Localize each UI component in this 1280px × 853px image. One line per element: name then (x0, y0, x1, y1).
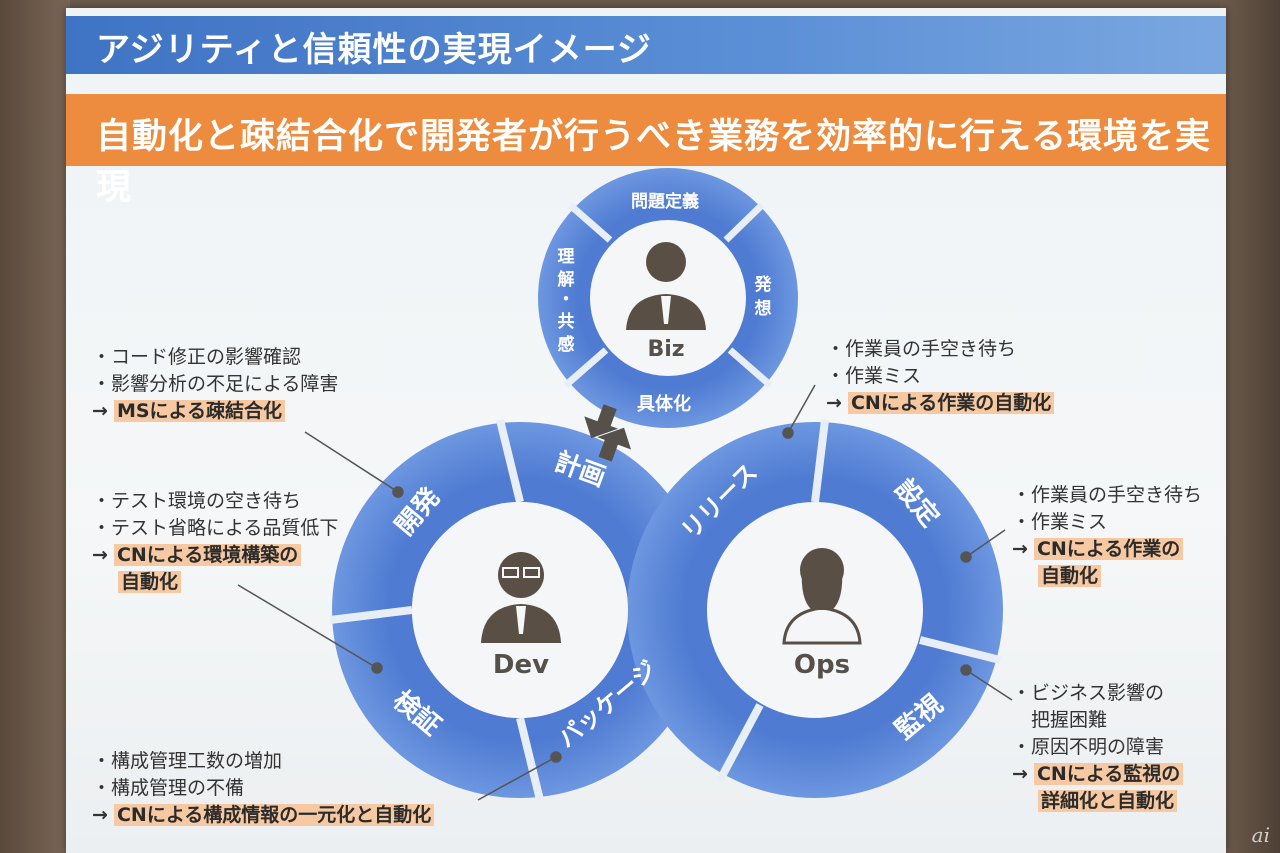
note-line: ・影響分析の不足による障害 (92, 373, 339, 395)
ops-ring-dividers (716, 419, 1001, 782)
biz-center-label: Biz (647, 337, 684, 362)
slide-screen: アジリティと信頼性の実現イメージ 自動化と疎結合化で開発者が行うべき業務を効率的… (66, 8, 1226, 853)
note-dev-code-change: ・コード修正の影響確認 ・影響分析の不足による障害 → MSによる疎結合化 (92, 344, 338, 425)
note-highlight: CNによる環境構築の (113, 544, 302, 566)
note-line: ・作業ミス (1012, 511, 1108, 533)
note-line: ・構成管理の不備 (92, 777, 245, 799)
dev-person-icon (481, 552, 561, 643)
svg-text:共: 共 (558, 312, 575, 332)
note-line: ・作業員の手空き待ち (826, 338, 1017, 360)
background-wall-right (1220, 0, 1280, 853)
svg-text:理: 理 (558, 247, 575, 267)
svg-text:想: 想 (755, 298, 772, 319)
watermark-logo: ai (1251, 823, 1270, 847)
ops-person-icon (782, 548, 862, 645)
slide-title: アジリティと信頼性の実現イメージ (96, 30, 652, 70)
ops-center-label: Ops (794, 650, 850, 680)
biz-segment-concrete: 具体化 (637, 393, 691, 415)
note-line: ・テスト環境の空き待ち (92, 490, 302, 512)
arrow-icon: → (1012, 538, 1028, 560)
note-ops-monitor: ・ビジネス影響の 把握困難 ・原因不明の障害 → CNによる監視の 詳細化と自動… (1012, 680, 1184, 815)
note-solution: → MSによる疎結合化 (92, 398, 338, 425)
note-solution-cont: 自動化 (92, 569, 338, 596)
note-solution: → CNによる環境構築の (92, 542, 338, 569)
arrow-icon: → (92, 400, 108, 422)
note-highlight: 自動化 (1038, 565, 1102, 587)
note-line: ・ビジネス影響の (1012, 682, 1165, 704)
dev-center-label: Dev (493, 650, 549, 680)
biz-dev-arrows (584, 404, 632, 462)
background-wall-left (0, 0, 70, 853)
slide-subtitle: 自動化と疎結合化で開発者が行うべき業務を効率的に行える環境を実現 (96, 117, 1211, 208)
arrow-icon: → (1012, 763, 1028, 785)
note-line: ・テスト省略による品質低下 (92, 517, 339, 539)
svg-text:感: 感 (558, 334, 575, 355)
note-solution: → CNによる監視の (1012, 761, 1184, 788)
note-highlight: MSによる疎結合化 (113, 400, 285, 422)
note-dev-test-env: ・テスト環境の空き待ち ・テスト省略による品質低下 → CNによる環境構築の 自… (92, 488, 338, 596)
note-highlight: 詳細化と自動化 (1038, 790, 1178, 812)
svg-text:・: ・ (558, 290, 575, 310)
note-line: ・コード修正の影響確認 (92, 346, 302, 368)
note-solution: → CNによる作業の (1012, 536, 1202, 563)
biz-ring-dividers (563, 202, 773, 388)
note-solution-cont: 詳細化と自動化 (1012, 788, 1183, 815)
note-highlight: 自動化 (118, 571, 182, 593)
callout-connectors (237, 384, 1013, 801)
note-ops-config: ・作業員の手空き待ち ・作業ミス → CNによる作業の 自動化 (1012, 482, 1202, 590)
arrow-icon: → (92, 544, 108, 566)
note-ops-release: ・作業員の手空き待ち ・作業ミス → CNによる作業の自動化 (826, 336, 1055, 417)
note-highlight: CNによる監視の (1033, 763, 1184, 785)
biz-segment-idea: 発 想 (754, 274, 773, 319)
arrow-icon: → (92, 804, 108, 826)
title-bar: アジリティと信頼性の実現イメージ (66, 16, 1226, 74)
svg-text:解: 解 (558, 269, 575, 290)
note-solution: → CNによる作業の自動化 (826, 390, 1055, 417)
note-line: ・作業ミス (826, 365, 922, 387)
note-highlight: CNによる作業の (1033, 538, 1184, 560)
note-solution: → CNによる構成情報の一元化と自動化 (92, 802, 435, 829)
note-line: ・構成管理工数の増加 (92, 750, 283, 772)
biz-person-icon (626, 242, 706, 330)
note-line: 把握困難 (1012, 709, 1108, 731)
biz-segment-understanding: 理 解 ・ 共 感 (558, 247, 575, 355)
note-line: ・作業員の手空き待ち (1012, 484, 1203, 506)
biz-segment-problem: 問題定義 (631, 191, 699, 212)
note-line: ・原因不明の障害 (1012, 736, 1165, 758)
note-highlight: CNによる構成情報の一元化と自動化 (113, 804, 435, 826)
subtitle-bar: 自動化と疎結合化で開発者が行うべき業務を効率的に行える環境を実現 (66, 94, 1226, 208)
note-dev-config-mgmt: ・構成管理工数の増加 ・構成管理の不備 → CNによる構成情報の一元化と自動化 (92, 748, 435, 829)
note-highlight: CNによる作業の自動化 (847, 392, 1055, 414)
note-solution-cont: 自動化 (1012, 563, 1202, 590)
svg-text:発: 発 (754, 274, 773, 295)
arrow-icon: → (826, 392, 842, 414)
